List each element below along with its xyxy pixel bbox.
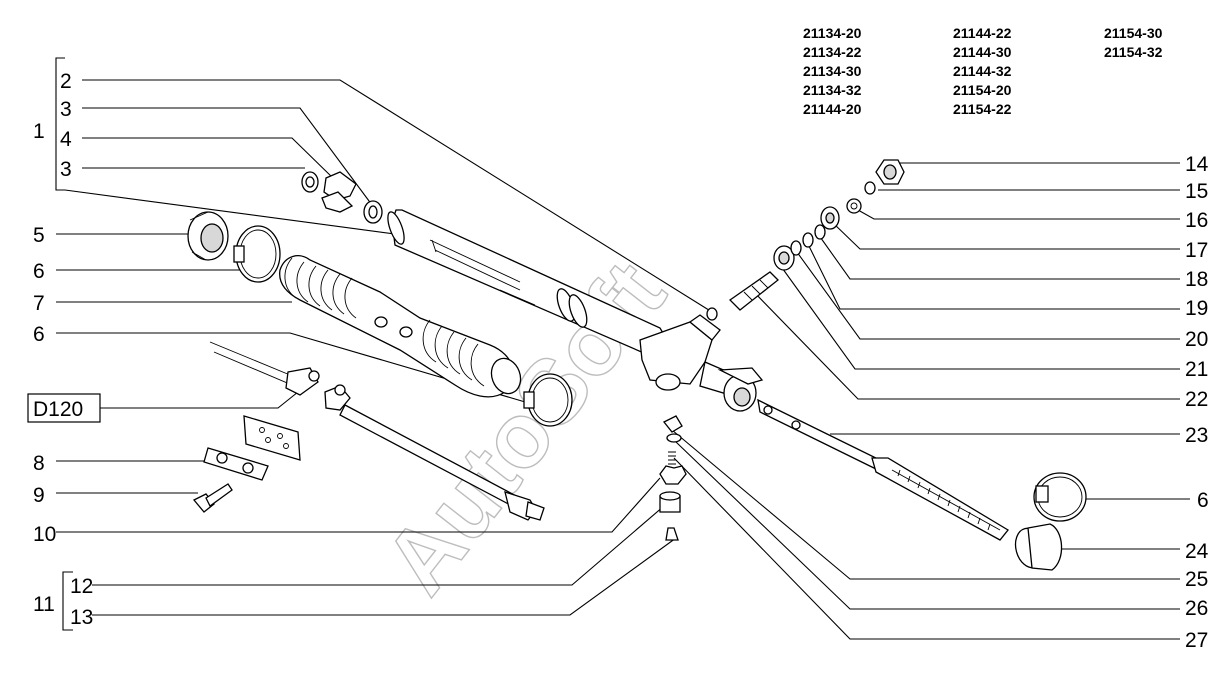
callout-label: 26 xyxy=(1185,597,1208,620)
callout-label: 23 xyxy=(1185,424,1208,447)
model-code-table: 21134-20 21134-22 21134-30 21134-32 2114… xyxy=(803,25,1163,117)
bearing xyxy=(773,245,795,271)
bellows-boot xyxy=(279,255,522,398)
clamp xyxy=(233,225,281,283)
pinion-shaft xyxy=(706,271,779,321)
reference-box-label: D120 xyxy=(33,398,83,421)
callout-label: 14 xyxy=(1185,153,1209,176)
model-code: 21144-22 xyxy=(953,25,1012,41)
callout-label: 17 xyxy=(1185,239,1208,262)
model-code: 21144-20 xyxy=(803,101,862,117)
callout-label: 6 xyxy=(33,260,45,283)
model-code: 21134-22 xyxy=(803,44,862,60)
callout-label: 27 xyxy=(1185,629,1208,652)
callout-label: 3 xyxy=(60,98,72,121)
model-code: 21134-30 xyxy=(803,63,862,79)
callout-label: 12 xyxy=(70,575,93,598)
callout-label: 20 xyxy=(1185,328,1208,351)
tie-rod xyxy=(209,341,545,521)
model-code: 21154-20 xyxy=(953,82,1012,98)
callout-label: 6 xyxy=(33,323,45,346)
callout-label: 19 xyxy=(1185,297,1208,320)
callout-label: 8 xyxy=(33,452,45,475)
model-code: 21154-32 xyxy=(1104,44,1163,60)
callout-label: 24 xyxy=(1185,540,1209,563)
model-code: 21134-32 xyxy=(803,82,862,98)
callout-label: 1 xyxy=(33,120,45,143)
callout-label: 10 xyxy=(33,523,56,546)
callout-label: 3 xyxy=(60,158,72,181)
model-code: 21144-30 xyxy=(953,44,1012,60)
callout-label: 7 xyxy=(33,292,45,315)
end-cap xyxy=(1014,523,1063,571)
callout-label: 11 xyxy=(33,593,55,616)
model-code: 21154-22 xyxy=(953,101,1012,117)
model-code: 21144-32 xyxy=(953,63,1012,79)
callout-label: 4 xyxy=(60,128,72,151)
clamp xyxy=(1033,472,1087,522)
callout-label: 22 xyxy=(1185,388,1208,411)
rack-housing xyxy=(387,209,764,412)
callout-label: 13 xyxy=(70,606,93,629)
leader-lines xyxy=(56,79,1190,640)
bolt-plate xyxy=(203,447,269,481)
callout-label: 9 xyxy=(33,484,45,507)
adjusting-nut xyxy=(875,159,905,185)
callout-label: 25 xyxy=(1185,568,1208,591)
callout-label: 5 xyxy=(33,224,45,247)
rack-bar xyxy=(757,398,1009,541)
bushing-set xyxy=(301,171,383,224)
plunger xyxy=(659,415,687,541)
group-1-bracket xyxy=(55,57,65,191)
lock-plate xyxy=(243,415,301,461)
callout-label: 2 xyxy=(60,70,72,93)
mount-cushion xyxy=(187,211,229,261)
callout-label: 16 xyxy=(1185,209,1208,232)
callout-label: 15 xyxy=(1185,180,1208,203)
model-code: 21134-20 xyxy=(803,25,862,41)
callout-label: 18 xyxy=(1185,268,1208,291)
seal-rings xyxy=(790,181,876,256)
callout-label: 6 xyxy=(1197,489,1209,512)
group-11-bracket xyxy=(62,571,73,631)
callout-label: 21 xyxy=(1185,358,1208,381)
model-code: 21154-30 xyxy=(1104,25,1163,41)
bolt xyxy=(192,483,233,513)
clamp xyxy=(523,373,573,427)
